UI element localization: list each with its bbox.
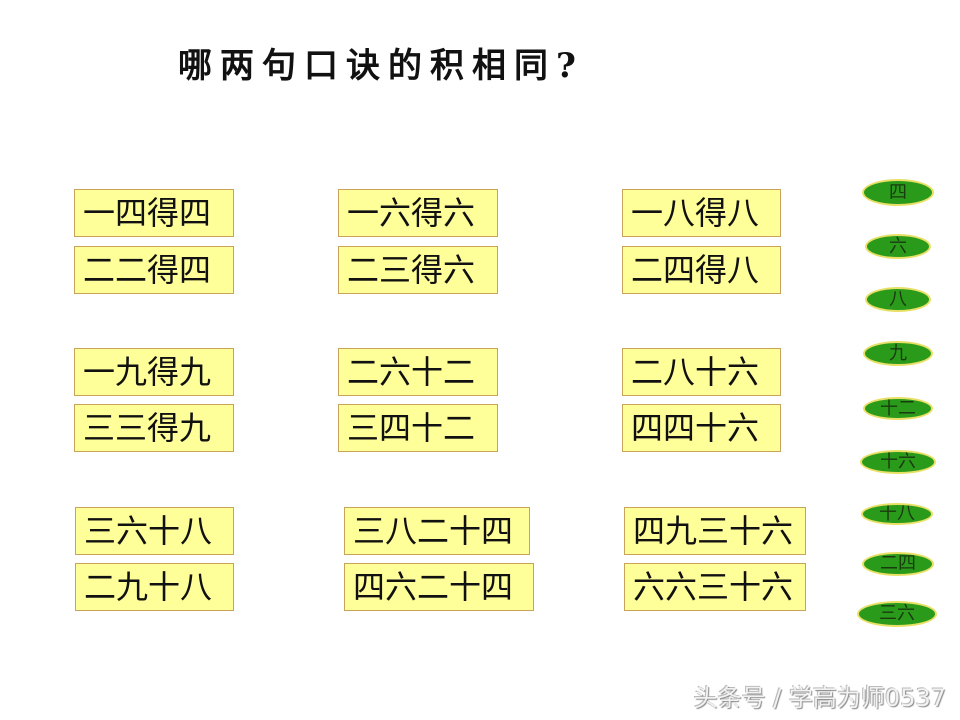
rhyme-box[interactable]: 三六十八 xyxy=(75,507,234,555)
rhyme-box[interactable]: 一八得八 xyxy=(622,189,781,237)
rhyme-box[interactable]: 二六十二 xyxy=(338,348,498,396)
rhyme-box[interactable]: 四九三十六 xyxy=(624,507,806,555)
answer-oval[interactable]: 六 xyxy=(865,234,931,259)
answer-oval[interactable]: 十八 xyxy=(861,503,933,525)
answer-oval[interactable]: 十二 xyxy=(863,397,933,420)
rhyme-box[interactable]: 四四十六 xyxy=(622,404,781,452)
rhyme-box[interactable]: 一六得六 xyxy=(338,189,498,237)
rhyme-box[interactable]: 三八二十四 xyxy=(344,507,530,555)
rhyme-box[interactable]: 三四十二 xyxy=(338,404,498,452)
rhyme-box[interactable]: 二二得四 xyxy=(74,246,234,294)
rhyme-box[interactable]: 一四得四 xyxy=(74,189,234,237)
answer-oval[interactable]: 八 xyxy=(865,287,931,312)
page-title: 哪两句口诀的积相同? xyxy=(178,46,584,86)
answer-oval[interactable]: 四 xyxy=(862,179,934,206)
rhyme-box[interactable]: 六六三十六 xyxy=(624,563,806,611)
rhyme-box[interactable]: 三三得九 xyxy=(74,404,234,452)
answer-oval[interactable]: 十六 xyxy=(860,450,936,474)
answer-oval[interactable]: 九 xyxy=(863,341,933,366)
rhyme-box[interactable]: 二四得八 xyxy=(622,246,781,294)
rhyme-box[interactable]: 二三得六 xyxy=(338,246,498,294)
rhyme-box[interactable]: 二九十八 xyxy=(75,563,234,611)
rhyme-box[interactable]: 一九得九 xyxy=(74,348,234,396)
answer-oval[interactable]: 二四 xyxy=(862,552,934,576)
rhyme-box[interactable]: 四六二十四 xyxy=(344,563,534,611)
rhyme-box[interactable]: 二八十六 xyxy=(622,348,781,396)
watermark: 头条号 / 学高为师0537 xyxy=(693,684,946,712)
answer-oval[interactable]: 三六 xyxy=(857,601,937,627)
